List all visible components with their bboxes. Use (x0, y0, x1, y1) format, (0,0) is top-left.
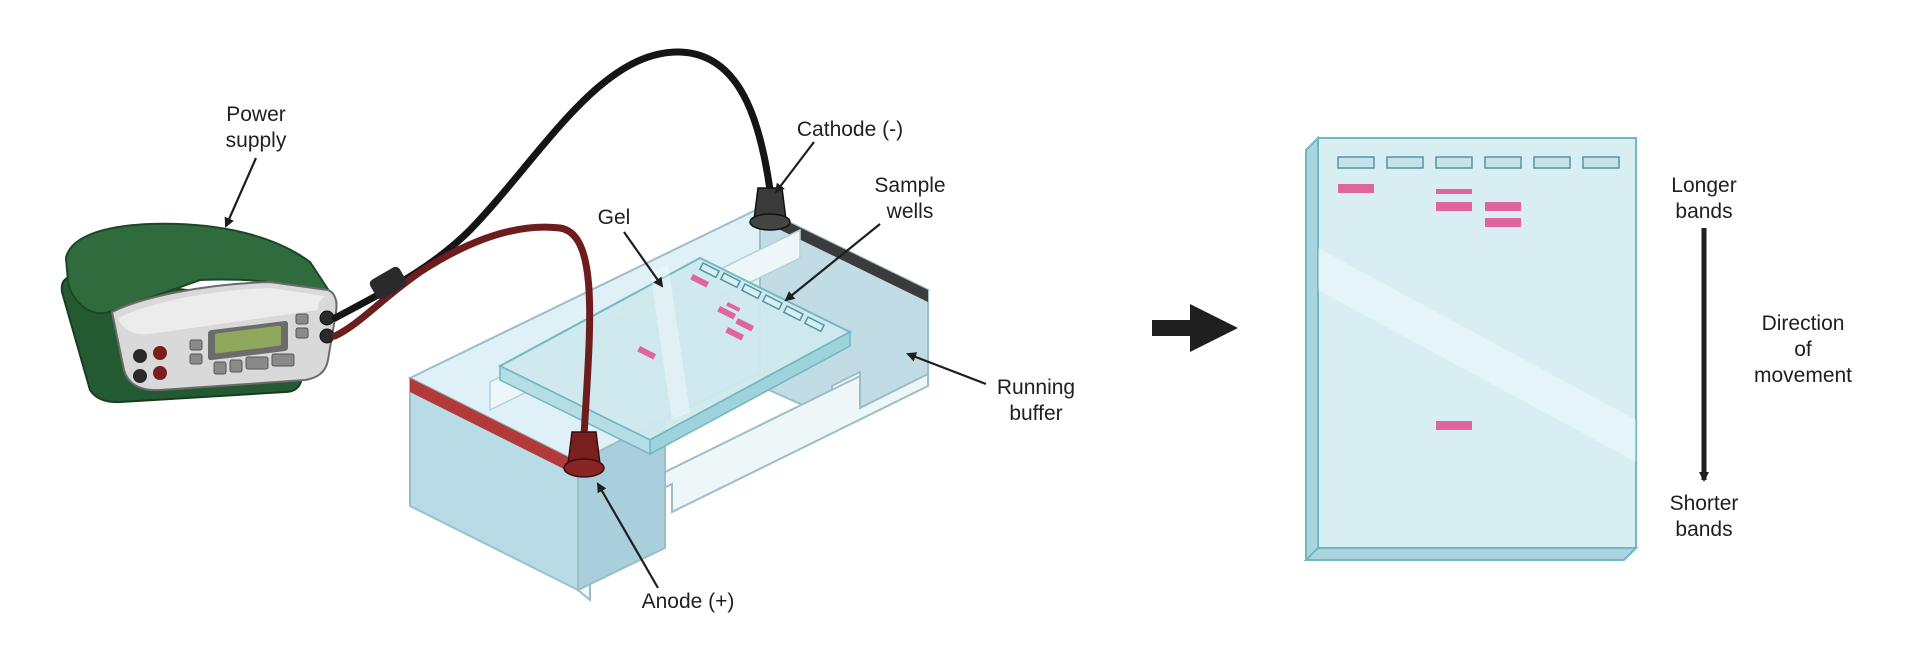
cathode-plug (749, 187, 791, 231)
label-direction: Direction of movement (1754, 312, 1852, 387)
shorter-bands-line2: bands (1675, 518, 1732, 541)
label-gel: Gel (598, 206, 664, 288)
gel-label: Gel (598, 206, 631, 229)
dna-bands-tank (637, 274, 755, 360)
wire-clip (369, 266, 407, 300)
running-buffer-line1: Running (997, 376, 1075, 399)
label-sample-wells: Sample wells (784, 174, 946, 302)
anode-strip (410, 378, 578, 476)
running-buffer-line2: buffer (1009, 402, 1062, 425)
result-gel (1303, 135, 1639, 562)
label-anode: Anode (+) (597, 482, 735, 613)
power-supply-line1: Power (226, 103, 286, 126)
lcd-display (208, 320, 288, 361)
power-supply (60, 222, 338, 404)
label-power-supply: Power supply (224, 103, 287, 228)
cathode-strip (760, 208, 928, 302)
process-arrow-icon (1152, 304, 1238, 352)
label-shorter-bands: Shorter bands (1670, 492, 1739, 541)
sample-wells-line1: Sample (874, 174, 945, 197)
longer-bands-line1: Longer (1671, 174, 1736, 197)
direction-line3: movement (1754, 364, 1852, 387)
shorter-bands-line1: Shorter (1670, 492, 1739, 515)
power-supply-line2: supply (226, 129, 287, 152)
result-wells (1337, 156, 1620, 169)
label-running-buffer: Running buffer (906, 352, 1075, 425)
wires (331, 48, 774, 440)
anode-label: Anode (+) (642, 590, 735, 613)
direction-line2: of (1794, 338, 1812, 361)
output-terminals (133, 346, 167, 383)
red-wire (331, 223, 594, 440)
result-bands (1338, 184, 1521, 430)
sample-wells-line2: wells (886, 200, 934, 223)
control-buttons (189, 313, 309, 375)
direction-line1: Direction (1762, 312, 1845, 335)
label-cathode: Cathode (-) (774, 118, 903, 194)
longer-bands-line2: bands (1675, 200, 1732, 223)
cathode-label: Cathode (-) (797, 118, 903, 141)
sample-wells (698, 261, 826, 333)
label-longer-bands: Longer bands (1671, 174, 1736, 223)
anode-plug (563, 431, 605, 478)
